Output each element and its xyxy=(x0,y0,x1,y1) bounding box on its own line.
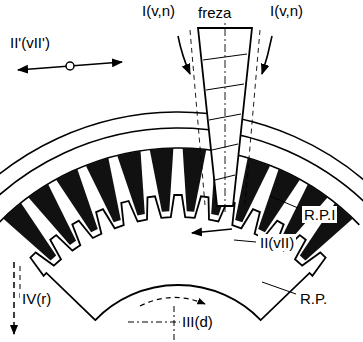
callout-label: II(vII) xyxy=(258,234,296,251)
gear-wheel xyxy=(30,195,325,320)
tool-name: freza xyxy=(196,4,233,21)
leader-line xyxy=(270,196,298,208)
leader-line xyxy=(262,282,296,294)
motion-arrow xyxy=(18,62,122,70)
callout-label: I(v,n) xyxy=(140,2,177,19)
axis-line xyxy=(174,306,175,340)
rotation-arrow xyxy=(140,297,205,306)
callout-label: III(d) xyxy=(180,313,215,330)
motion-arrow xyxy=(192,229,232,233)
callout-label: IV(r) xyxy=(20,290,53,307)
motion-arrow xyxy=(262,36,272,74)
pivot-dot xyxy=(66,62,74,70)
hob-cutter xyxy=(190,12,260,215)
callout-label: I(v,n) xyxy=(268,2,305,19)
leader-line xyxy=(234,240,256,242)
feed-arrow xyxy=(13,262,15,334)
callout-label: R.P.I xyxy=(302,206,337,223)
motion-arrow xyxy=(178,36,190,74)
callout-label: R.P. xyxy=(298,290,329,307)
callout-label: II'(vII') xyxy=(8,34,52,51)
